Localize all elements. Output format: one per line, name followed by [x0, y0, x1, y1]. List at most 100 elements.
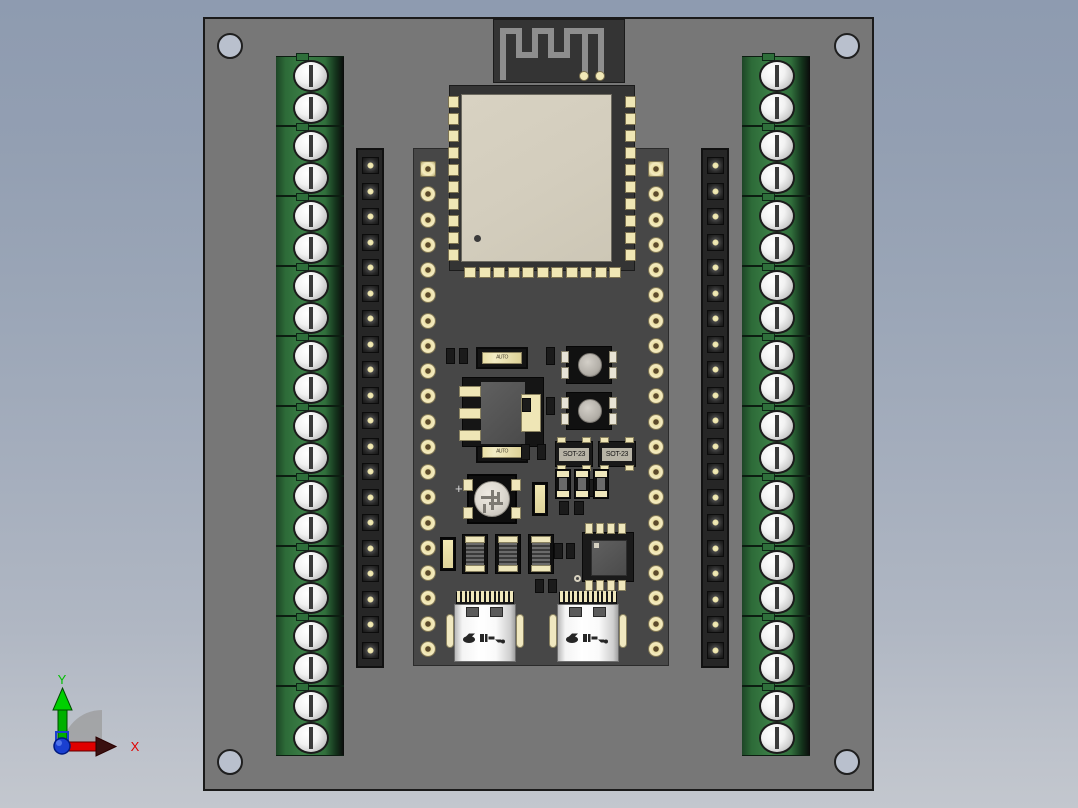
reset-button[interactable] — [561, 392, 617, 430]
through-hole[interactable] — [420, 287, 436, 304]
header-pin[interactable] — [706, 361, 724, 379]
terminal-block[interactable] — [742, 543, 810, 616]
terminal-screw[interactable] — [293, 340, 329, 372]
terminal-screw[interactable] — [293, 130, 329, 162]
through-hole-pin1[interactable] — [648, 161, 664, 177]
through-hole[interactable] — [420, 186, 436, 203]
terminal-screw[interactable] — [293, 60, 329, 92]
terminal-block[interactable] — [742, 263, 810, 336]
header-pin[interactable] — [361, 182, 379, 200]
header-pin[interactable] — [706, 539, 724, 557]
terminal-block[interactable] — [276, 53, 344, 126]
terminal-screw[interactable] — [293, 442, 329, 474]
through-hole[interactable] — [420, 464, 436, 481]
terminal-screw[interactable] — [759, 372, 795, 404]
terminal-screw[interactable] — [759, 410, 795, 442]
terminal-block[interactable] — [276, 193, 344, 266]
through-hole[interactable] — [420, 590, 436, 607]
through-hole[interactable] — [648, 615, 664, 632]
through-hole[interactable] — [420, 388, 436, 405]
coordinate-axis-triad[interactable]: Y X — [40, 672, 158, 788]
through-hole[interactable] — [420, 489, 436, 506]
terminal-screw[interactable] — [759, 60, 795, 92]
through-hole[interactable] — [648, 565, 664, 582]
usb-connector-left[interactable] — [446, 590, 524, 662]
terminal-screw[interactable] — [759, 200, 795, 232]
header-pin[interactable] — [706, 208, 724, 226]
carrier-plate[interactable]: AUTO AUTO SOT-23 SOT-23 — [203, 17, 874, 791]
header-pin[interactable] — [706, 616, 724, 634]
header-pin[interactable] — [361, 310, 379, 328]
terminal-screw[interactable] — [759, 480, 795, 512]
through-hole[interactable] — [648, 337, 664, 354]
terminal-block[interactable] — [276, 543, 344, 616]
terminal-screw[interactable] — [759, 652, 795, 684]
through-hole[interactable] — [648, 438, 664, 455]
through-hole[interactable] — [648, 464, 664, 481]
through-hole[interactable] — [648, 388, 664, 405]
through-hole[interactable] — [420, 312, 436, 329]
terminal-screw[interactable] — [293, 550, 329, 582]
through-hole[interactable] — [420, 337, 436, 354]
terminal-block[interactable] — [276, 123, 344, 196]
through-hole-pin1[interactable] — [420, 161, 436, 177]
pin-header-right[interactable] — [701, 148, 729, 668]
terminal-screw[interactable] — [293, 652, 329, 684]
terminal-screw[interactable] — [759, 162, 795, 194]
terminal-screw[interactable] — [293, 162, 329, 194]
terminal-block[interactable] — [742, 473, 810, 546]
header-pin[interactable] — [706, 412, 724, 430]
header-pin[interactable] — [361, 463, 379, 481]
boot-button[interactable] — [561, 346, 617, 384]
header-pin[interactable] — [361, 565, 379, 583]
terminal-screw[interactable] — [759, 582, 795, 614]
header-pin[interactable] — [361, 514, 379, 532]
header-pin[interactable] — [706, 233, 724, 251]
through-hole[interactable] — [420, 236, 436, 253]
through-hole[interactable] — [648, 590, 664, 607]
terminal-block[interactable] — [276, 473, 344, 546]
terminal-screw[interactable] — [759, 340, 795, 372]
terminal-screw[interactable] — [293, 512, 329, 544]
header-pin[interactable] — [361, 616, 379, 634]
terminal-block[interactable] — [276, 333, 344, 406]
header-pin[interactable] — [361, 386, 379, 404]
header-pin[interactable] — [706, 335, 724, 353]
through-hole[interactable] — [420, 539, 436, 556]
header-pin[interactable] — [361, 539, 379, 557]
header-pin[interactable] — [706, 463, 724, 481]
header-pin[interactable] — [706, 488, 724, 506]
header-pin[interactable] — [361, 157, 379, 175]
through-hole[interactable] — [420, 514, 436, 531]
terminal-block[interactable] — [276, 613, 344, 686]
terminal-screw[interactable] — [293, 232, 329, 264]
terminal-block[interactable] — [742, 53, 810, 126]
terminal-screw[interactable] — [759, 270, 795, 302]
terminal-screw[interactable] — [759, 620, 795, 652]
terminal-block[interactable] — [742, 123, 810, 196]
terminal-block[interactable] — [276, 263, 344, 336]
through-hole[interactable] — [648, 236, 664, 253]
terminal-screw[interactable] — [759, 550, 795, 582]
header-pin[interactable] — [361, 412, 379, 430]
through-hole[interactable] — [648, 641, 664, 657]
header-pin[interactable] — [361, 590, 379, 608]
header-pin[interactable] — [706, 514, 724, 532]
header-pin[interactable] — [361, 437, 379, 455]
usb-connector-right[interactable] — [549, 590, 627, 662]
through-hole[interactable] — [420, 363, 436, 380]
terminal-screw[interactable] — [759, 722, 795, 754]
through-hole[interactable] — [648, 489, 664, 506]
through-hole[interactable] — [420, 615, 436, 632]
terminal-screw[interactable] — [293, 620, 329, 652]
header-pin[interactable] — [706, 157, 724, 175]
through-hole[interactable] — [648, 514, 664, 531]
header-pin[interactable] — [706, 182, 724, 200]
terminal-screw[interactable] — [293, 722, 329, 754]
terminal-screw[interactable] — [759, 232, 795, 264]
terminal-block[interactable] — [742, 613, 810, 686]
pin-header-left[interactable] — [356, 148, 384, 668]
terminal-block[interactable] — [276, 403, 344, 476]
terminal-screw[interactable] — [759, 442, 795, 474]
header-pin[interactable] — [706, 284, 724, 302]
